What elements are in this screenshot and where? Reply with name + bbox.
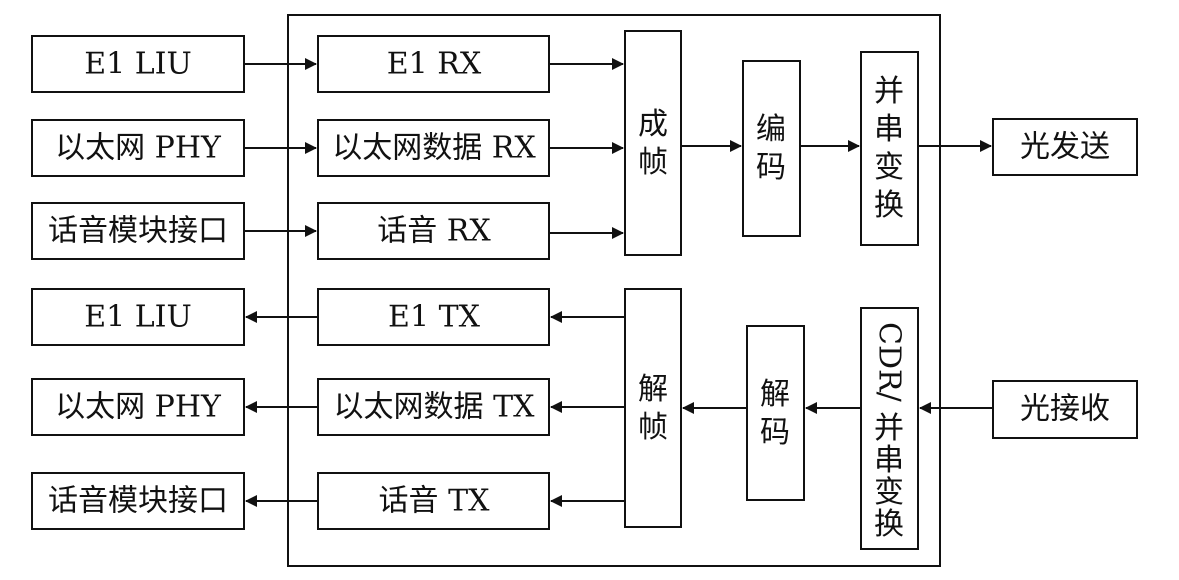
- cdr-label: CDR/: [872, 322, 907, 403]
- left-output-e1-liu: E1 LIU: [31, 288, 245, 346]
- left-output-e1-liu-label: E1 LIU: [84, 300, 192, 335]
- tx-e1-label: E1 TX: [388, 300, 481, 335]
- cdr-parallel-serial-block: CDR/ 并 串 变 换: [860, 307, 919, 550]
- rx-ethernet-label: 以太网数据 RX: [332, 131, 536, 166]
- cdr-char-4: 换: [874, 507, 904, 542]
- left-input-ethernet-phy: 以太网 PHY: [31, 119, 245, 177]
- vertical-char: 并: [874, 74, 904, 109]
- rx-e1: E1 RX: [317, 35, 550, 93]
- left-input-e1-liu-label: E1 LIU: [84, 47, 192, 82]
- cdr-char-2: 串: [874, 443, 904, 478]
- tx-e1: E1 TX: [317, 288, 550, 346]
- tx-voice: 话音 TX: [317, 472, 550, 530]
- chip-frame: [287, 14, 941, 567]
- encoding-block: 编码: [742, 60, 801, 237]
- vertical-char: 解: [638, 372, 668, 407]
- optical-send-label: 光发送: [1020, 130, 1110, 165]
- vertical-char: 编: [756, 112, 786, 147]
- optical-receive-label: 光接收: [1020, 392, 1110, 427]
- left-input-voice-module-label: 话音模块接口: [48, 214, 228, 249]
- rx-e1-label: E1 RX: [387, 47, 482, 82]
- left-input-voice-module: 话音模块接口: [31, 202, 245, 260]
- left-input-ethernet-phy-label: 以太网 PHY: [55, 131, 222, 166]
- vertical-char: 解: [760, 377, 790, 412]
- tx-ethernet: 以太网数据 TX: [317, 378, 550, 436]
- left-input-e1-liu: E1 LIU: [31, 35, 245, 93]
- cdr-char-3: 变: [874, 475, 904, 510]
- decoding-block: 解码: [746, 325, 805, 501]
- vertical-char: 串: [874, 112, 904, 147]
- rx-ethernet: 以太网数据 RX: [317, 119, 550, 177]
- vertical-char: 变: [874, 150, 904, 185]
- decoding-label: 解码: [760, 377, 790, 450]
- left-output-voice-module-label: 话音模块接口: [48, 484, 228, 519]
- left-output-ethernet-phy: 以太网 PHY: [31, 378, 245, 436]
- tx-voice-label: 话音 TX: [379, 484, 491, 519]
- vertical-char: 码: [756, 150, 786, 185]
- cdr-char-1: 并: [874, 411, 904, 446]
- tx-ethernet-label: 以太网数据 TX: [334, 390, 536, 425]
- vertical-char: 帧: [638, 410, 668, 445]
- encoding-label: 编码: [756, 112, 786, 185]
- left-output-ethernet-phy-label: 以太网 PHY: [55, 390, 222, 425]
- parallel-serial-block: 并串变换: [860, 51, 919, 246]
- left-output-voice-module: 话音模块接口: [31, 472, 245, 530]
- vertical-char: 帧: [638, 145, 668, 180]
- vertical-char: 码: [760, 415, 790, 450]
- optical-send-block: 光发送: [992, 118, 1138, 176]
- vertical-char: 换: [874, 188, 904, 223]
- parallel-serial-label: 并串变换: [874, 74, 904, 223]
- rx-voice-label: 话音 RX: [377, 214, 491, 249]
- vertical-char: 成: [638, 107, 668, 142]
- framing-block: 成帧: [624, 30, 682, 256]
- deframing-block: 解帧: [624, 288, 682, 528]
- framing-label: 成帧: [638, 107, 668, 180]
- rx-voice: 话音 RX: [317, 202, 550, 260]
- optical-receive-block: 光接收: [992, 380, 1138, 439]
- deframing-label: 解帧: [638, 372, 668, 445]
